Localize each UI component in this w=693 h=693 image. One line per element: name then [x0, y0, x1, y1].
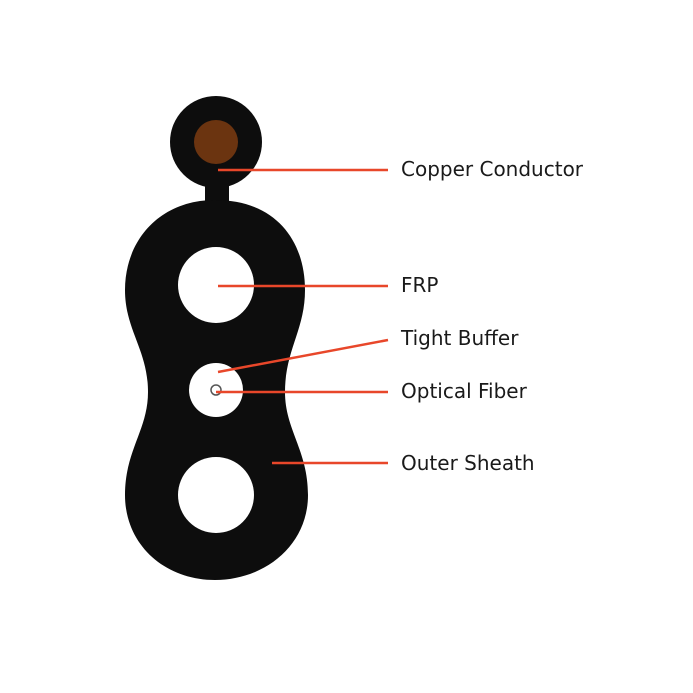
leader-line-tight-buffer — [217, 338, 389, 374]
tight-buffer — [189, 363, 243, 417]
frp-element — [178, 247, 254, 323]
label-copper-conductor: Copper Conductor — [401, 157, 584, 181]
lower-strength-element — [178, 457, 254, 533]
copper-conductor — [194, 120, 238, 164]
label-tight-buffer: Tight Buffer — [400, 326, 519, 350]
label-outer-sheath: Outer Sheath — [401, 451, 535, 475]
label-optical-fiber: Optical Fiber — [401, 379, 528, 403]
optical-fiber — [210, 384, 222, 396]
label-frp: FRP — [401, 273, 438, 297]
